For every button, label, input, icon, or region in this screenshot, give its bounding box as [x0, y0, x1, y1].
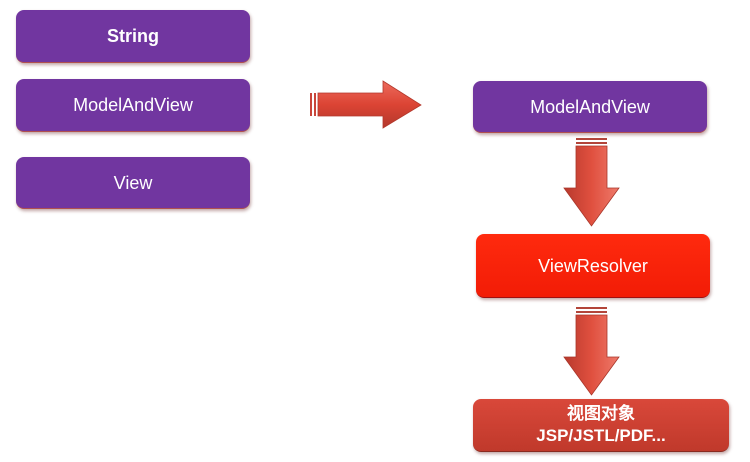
view-resolver-label: ViewResolver: [538, 255, 648, 276]
view-resolver-box: ViewResolver: [476, 234, 710, 298]
view-object-types: JSP/JSTL/PDF...: [536, 426, 666, 445]
down-arrow-icon: [563, 307, 620, 396]
model-and-view-label: ModelAndView: [73, 95, 193, 115]
model-and-view-flow-label: ModelAndView: [530, 96, 650, 117]
view-object-title: 视图对象: [567, 404, 635, 423]
return-type-model-and-view: ModelAndView: [16, 79, 250, 132]
model-and-view-box: ModelAndView: [473, 81, 707, 133]
return-type-view: View: [16, 157, 250, 209]
return-type-string: String: [16, 10, 250, 63]
view-label: View: [113, 172, 153, 193]
string-label: String: [107, 26, 159, 46]
view-object-box: 视图对象 JSP/JSTL/PDF...: [473, 399, 729, 452]
down-arrow-icon: [563, 138, 620, 227]
right-arrow-icon: [310, 80, 422, 129]
